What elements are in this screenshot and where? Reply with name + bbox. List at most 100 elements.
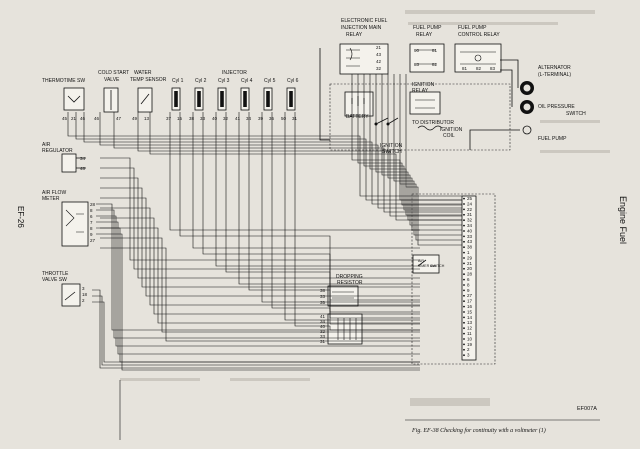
ecu-pin-10: 1 bbox=[467, 250, 470, 255]
resistor-pack-pin-2: 40 bbox=[320, 324, 326, 329]
ecu-pin-24: 12 bbox=[467, 326, 473, 331]
injector-1-wire-a bbox=[169, 112, 420, 231]
air-flow-pin-6: 27 bbox=[90, 238, 96, 243]
cold-start-pin-0: 46 bbox=[94, 116, 100, 121]
fp-relay-pin-3: 82 bbox=[432, 62, 438, 67]
injector-3-coil bbox=[220, 91, 224, 107]
fuel-pump-relay bbox=[409, 43, 445, 73]
ecu-pin-7: 33 bbox=[467, 234, 473, 239]
dropping-pin-1: 33 bbox=[320, 294, 326, 299]
label-cold-start-2: VALVE bbox=[104, 77, 120, 83]
throttle-wire-2 bbox=[92, 301, 420, 363]
relay-area-outline bbox=[329, 83, 511, 151]
throttle-pin-0: 3 bbox=[82, 286, 85, 291]
air-flow-pin-4: 8 bbox=[90, 226, 93, 231]
thermotime-pin-2: 46 bbox=[80, 116, 86, 121]
air-timer-switch bbox=[412, 254, 440, 274]
ecu-pin-11: 29 bbox=[467, 255, 473, 260]
label-throttle-1: THROTTLE bbox=[42, 271, 69, 277]
harness-wire-left-0 bbox=[100, 157, 420, 261]
dropping-pin-0: 38 bbox=[320, 288, 326, 293]
resistor-pack-pin-0: 41 bbox=[320, 314, 326, 319]
air-flow-pin-1: 8 bbox=[90, 208, 93, 213]
injector-6-pin-a: 50 bbox=[281, 116, 287, 121]
label-air-regulator-1: AIR bbox=[42, 142, 51, 148]
thermotime-pin-1: 21 bbox=[71, 116, 77, 121]
ecu-pin-2: 22 bbox=[467, 207, 473, 212]
injector-4-label: Cyl 4 bbox=[241, 78, 253, 84]
ecu-pin-28: 2 bbox=[467, 347, 470, 352]
label-ignition-coil-1: IGNITION bbox=[440, 127, 463, 133]
relay-wire-9 bbox=[405, 74, 462, 246]
efi-relay-pin-1: 43 bbox=[376, 52, 382, 57]
label-fuel-pump-relay-1: FUEL PUMP bbox=[413, 25, 442, 31]
ecu-pin-dot-11 bbox=[463, 257, 465, 259]
injector-6-wire-a bbox=[284, 112, 420, 321]
ecu-pin-dot-19 bbox=[463, 300, 465, 303]
label-oil-pressure-1: OIL PRESSURE bbox=[538, 104, 575, 110]
injector-2-label: Cyl 2 bbox=[195, 78, 207, 84]
injector-1-coil bbox=[174, 91, 178, 107]
label-injector: INJECTOR bbox=[222, 70, 247, 76]
injector-2-wire-b bbox=[202, 112, 420, 307]
water-temp-sensor bbox=[137, 87, 153, 113]
ecu-pin-dot-18 bbox=[463, 294, 465, 297]
ecu-pin-dot-4 bbox=[463, 219, 465, 222]
injector-5-wire-a bbox=[261, 112, 420, 303]
air-regulator-pin-0: 34 bbox=[80, 156, 86, 161]
afm-wire-3 bbox=[96, 221, 420, 355]
throttle-valve-switch bbox=[61, 283, 81, 307]
cold-start-pin-1: 47 bbox=[116, 116, 122, 121]
injector-1-label: Cyl 1 bbox=[172, 78, 184, 84]
ecu-pin-dot-12 bbox=[463, 262, 465, 265]
label-alternator-1: ALTERNATOR bbox=[538, 65, 571, 71]
ecu-pin-22: 14 bbox=[467, 315, 473, 320]
harness-wire-left-4 bbox=[100, 197, 420, 297]
air-flow-pin-3: 7 bbox=[90, 220, 93, 225]
injector-6-coil bbox=[289, 91, 293, 107]
ignition-relay bbox=[409, 91, 441, 115]
label-thermotime-switch: THERMOTIME SW bbox=[42, 78, 85, 84]
ecu-pin-dot-28 bbox=[463, 348, 465, 351]
thermotime-pin-0: 45 bbox=[62, 116, 68, 121]
efi-main-relay bbox=[339, 43, 389, 75]
ecu-pin-29: 3 bbox=[467, 353, 470, 358]
alternator bbox=[520, 81, 534, 95]
label-battery: BATTERY bbox=[346, 114, 369, 120]
label-fp-control-relay-2: CONTROL RELAY bbox=[458, 32, 500, 38]
oil-pressure-switch bbox=[520, 100, 534, 114]
fp-control-pin-1: 82 bbox=[476, 66, 482, 71]
battery bbox=[344, 91, 374, 117]
label-to-distributor: TO DISTRIBUTOR bbox=[412, 120, 454, 126]
throttle-pin-1: 18 bbox=[82, 292, 88, 297]
ecu-pin-8: 43 bbox=[467, 239, 473, 244]
efi-relay-pin-2: 42 bbox=[376, 59, 382, 64]
label-throttle-2: VALVE SW bbox=[42, 277, 67, 283]
dropping-pin-2: 35 bbox=[320, 300, 326, 305]
label-oil-pressure-2: SWITCH bbox=[566, 111, 586, 117]
label-dropping-1: DROPPING bbox=[336, 274, 363, 280]
ecu-pin-23: 13 bbox=[467, 320, 473, 325]
ecu-pin-19: 17 bbox=[467, 299, 473, 304]
top-device-wire-0 bbox=[67, 112, 462, 197]
fp-control-pin-2: 83 bbox=[490, 66, 496, 71]
injector-1-wire-b bbox=[179, 112, 420, 301]
right-feed-wires bbox=[469, 59, 519, 150]
injector-4-wire-b bbox=[248, 112, 420, 319]
ecu-pin-16: 8 bbox=[467, 282, 470, 287]
water-temp-pin-1: 13 bbox=[144, 116, 150, 121]
injector-3-label: Cyl 3 bbox=[218, 78, 230, 84]
ecu-pin-dot-24 bbox=[463, 327, 465, 330]
thermotime-switch bbox=[63, 87, 85, 111]
ecu-pin-dot-9 bbox=[463, 246, 465, 249]
efi-relay-pin-0: 21 bbox=[376, 45, 382, 50]
ecu-pin-25: 11 bbox=[467, 331, 472, 336]
ecu-pin-dot-22 bbox=[463, 316, 465, 319]
resistor-pack bbox=[327, 313, 363, 345]
ecu-pin-dot-29 bbox=[463, 354, 465, 357]
